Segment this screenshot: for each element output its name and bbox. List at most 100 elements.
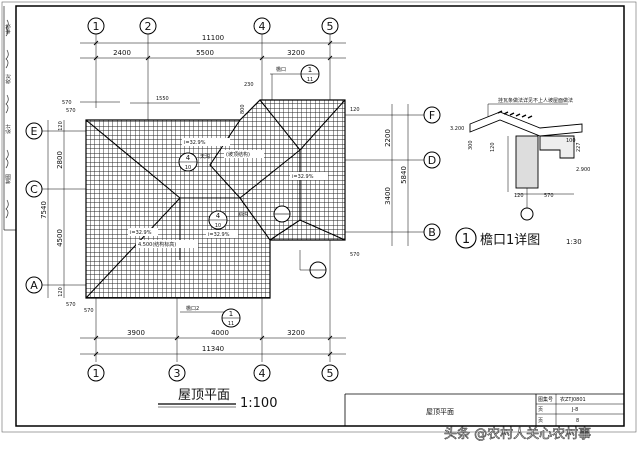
ridge-lines — [85, 99, 346, 299]
dim-bottom-total: 11340 — [202, 345, 224, 353]
top-dimensions — [80, 40, 346, 104]
detail-index-circle — [455, 227, 477, 249]
axis-label-right-d: D — [428, 154, 436, 167]
roof-plan: i=32.9% i=32.9% i=32.9% i=32.9% 4.500(结构… — [85, 99, 346, 299]
dim-1550: 1550 — [156, 96, 169, 102]
axis-bubble-bottom-5 — [321, 364, 339, 382]
strip-label-2: 校对 — [5, 74, 12, 84]
dim-right-part-2: 3400 — [384, 187, 392, 205]
detail-elev-2: 2.900 — [576, 167, 590, 173]
slope-note-3: i=32.9% — [130, 230, 152, 236]
axis-bubble-left-a — [25, 276, 43, 294]
dim-left-570a: 570 — [66, 108, 76, 114]
dim-left-120b: 120 — [58, 287, 64, 297]
eave-detail: 挂瓦条做法详见不上人坡屋面做法 3.200 2.900 300 120 570 … — [450, 97, 590, 249]
dim-bottom-part-3: 3200 — [287, 329, 305, 337]
eave-callout-2-top: 1 — [229, 310, 233, 318]
detail-roof-slab — [469, 111, 583, 137]
right-axes: F D B 5840 2200 3400 120 570 — [345, 104, 441, 258]
detail-note: 挂瓦条做法详见不上人坡屋面做法 — [498, 97, 573, 104]
top-axes: 1 2 4 5 — [87, 17, 339, 120]
dim-right-total: 5840 — [400, 166, 408, 184]
dim-top-570: 570 — [62, 100, 72, 106]
slope-note-1: i=32.9% — [184, 140, 206, 146]
axis-bubble-left-e — [25, 122, 43, 140]
title-block-label-3: 页 — [538, 418, 543, 424]
dim-left-total: 7540 — [40, 201, 48, 219]
detail-bubble-b: 4 10 — [208, 210, 228, 230]
title-block-name: 屋顶平面 — [426, 408, 454, 416]
eave-callout-1: 檐口 1 11 — [270, 64, 320, 100]
axis-bubble-left-c — [25, 180, 43, 198]
axis-label-top-2: 2 — [145, 20, 152, 33]
dim-right-570: 570 — [350, 252, 360, 258]
axis-bubble-right-b — [423, 223, 441, 241]
dim-top-part-2: 5500 — [196, 49, 214, 57]
title-block-label-2: 页 — [538, 407, 543, 413]
detail-dim-227: 227 — [576, 142, 582, 152]
slope-note-2: i=32.9% — [292, 174, 314, 180]
eave-callout-2: 檐口2 1 11 — [180, 305, 241, 328]
detail-wall — [515, 135, 539, 189]
detail-scale: 1:30 — [566, 238, 582, 246]
axis-label-bottom-5: 5 — [327, 367, 334, 380]
roof-note-2: (坡顶结构) — [226, 151, 250, 158]
detail-bubble-c — [273, 205, 291, 223]
roof-note-3: 斜沟 — [238, 211, 248, 218]
slope-note-4: i=32.9% — [208, 232, 230, 238]
axis-bubble-top-4 — [321, 17, 339, 35]
axis-label-left-e: E — [31, 125, 38, 138]
detail-bubble-a-top: 4 — [186, 154, 191, 162]
detail-index-number: 1 — [462, 232, 470, 247]
detail-bubble-b-top: 4 — [216, 212, 221, 220]
dim-left-120a: 120 — [58, 121, 64, 131]
watermark: 头条 @农村人关心农村事 — [444, 426, 591, 442]
axis-bubble-bottom-1 — [87, 364, 105, 382]
title-block-value-3: 8 — [576, 418, 579, 424]
detail-axis-bubble — [520, 207, 534, 221]
dim-top-total: 11100 — [202, 34, 224, 42]
axis-bubble-right-d — [423, 151, 441, 169]
dim-left-part-1: 2800 — [56, 151, 64, 169]
detail-bubble-a: 4 10 — [178, 152, 198, 172]
plan-title: 屋顶平面 — [178, 388, 230, 403]
dim-right-120: 120 — [350, 107, 360, 113]
detail-dim-100: 100 — [566, 138, 576, 144]
outer-border — [1, 1, 637, 433]
plan-scale: 1:100 — [240, 396, 277, 411]
bottom-dimensions: 3900 4000 3200 11340 570 — [80, 240, 346, 362]
detail-gutter — [539, 135, 575, 159]
axis-bubble-bottom-3 — [168, 364, 186, 382]
axis-label-bottom-1: 1 — [93, 367, 100, 380]
axis-label-right-b: B — [428, 226, 436, 239]
dim-bottom-part-2: 4000 — [211, 329, 229, 337]
title-block-label-1: 图集号 — [538, 396, 553, 403]
detail-dim-120b: 120 — [514, 193, 524, 199]
axis-label-top-1: 1 — [93, 20, 100, 33]
title-block-value-2: J-8 — [571, 407, 578, 413]
axis-label-bottom-4: 4 — [259, 367, 266, 380]
dim-800: 800 — [240, 104, 246, 114]
eave-callout-right — [299, 250, 327, 279]
axis-label-bottom-3: 3 — [174, 367, 181, 380]
strip-label-4: 制图 — [5, 174, 12, 184]
eave-callout-2-label: 檐口2 — [186, 305, 199, 312]
title-block-value-1: 农ZTJ0801 — [560, 396, 586, 403]
axis-bubble-right-f — [423, 106, 441, 124]
eave-callout-1-top: 1 — [308, 66, 312, 74]
axis-label-top-4: 5 — [327, 20, 334, 33]
left-signature-strip: 审核 校对 设计 制图 — [3, 6, 17, 426]
eave-callout-2-bot: 11 — [228, 321, 234, 327]
bottom-axes: 1 3 4 5 — [87, 364, 339, 382]
axis-bubble-bottom-4 — [253, 364, 271, 382]
detail-bubble-b-bot: 10 — [215, 223, 221, 229]
detail-tiles — [497, 110, 533, 119]
axis-bubble-top-2 — [139, 17, 157, 35]
axis-label-left-a: A — [30, 279, 38, 292]
dim-top-part-1: 2400 — [113, 49, 131, 57]
detail-elev-1: 3.200 — [450, 126, 464, 132]
dim-left-570b: 570 — [66, 302, 76, 308]
dim-left-part-2: 4500 — [56, 229, 64, 247]
detail-dim-570: 570 — [544, 193, 554, 199]
